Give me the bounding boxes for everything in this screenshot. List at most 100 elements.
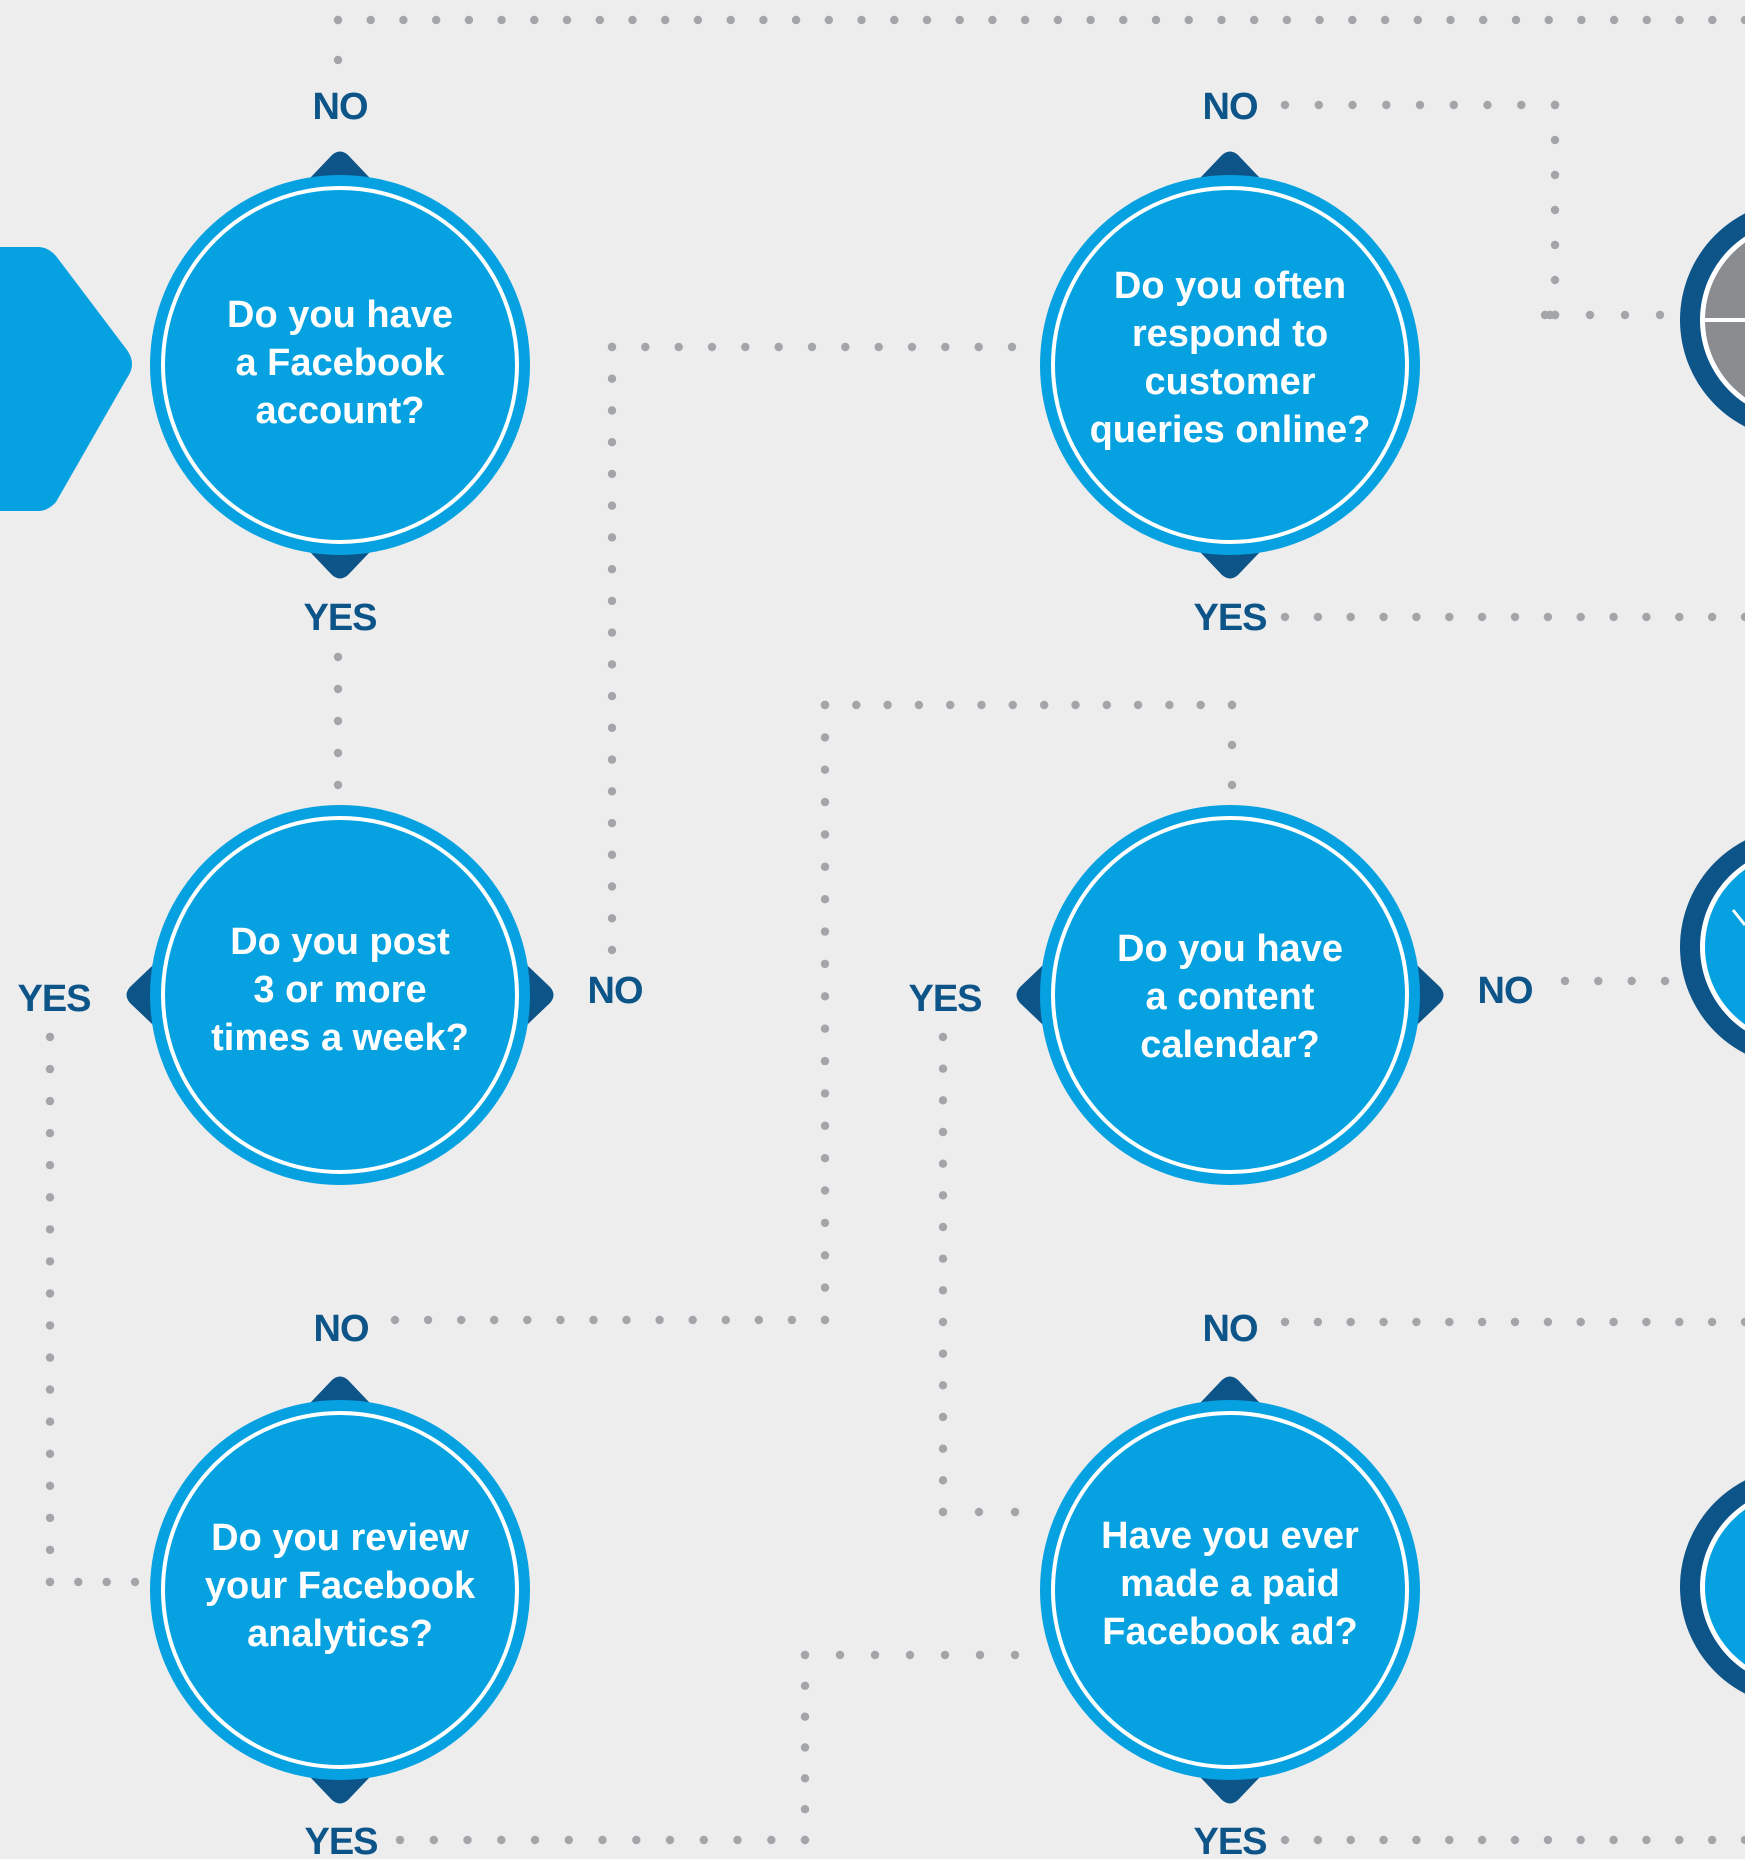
answer-label-no: NO: [313, 1308, 370, 1350]
connector-dot: [632, 1835, 641, 1845]
connector-dot: [774, 342, 783, 352]
answer-label-no: NO: [1477, 970, 1534, 1012]
question-node: [1040, 1376, 1420, 1804]
answer-label-yes: YES: [908, 978, 982, 1020]
question-node: [150, 151, 530, 579]
connector-dot: [1655, 310, 1665, 320]
connector-dot: [1102, 700, 1112, 710]
connector-dot: [1348, 100, 1357, 110]
connector-dot: [333, 15, 343, 25]
result-badge-icon: [1680, 213, 1745, 427]
connector-dot: [464, 15, 474, 25]
connector-dot: [820, 1315, 830, 1325]
connector-dot: [607, 787, 617, 796]
connector-dot: [1642, 1835, 1651, 1845]
connector-dot: [938, 1286, 948, 1295]
connector-dot: [1020, 15, 1030, 25]
connector-dot: [674, 342, 683, 352]
connector-dot: [938, 1064, 948, 1073]
connector-dot: [1412, 612, 1421, 622]
connector-dot: [45, 1289, 55, 1298]
connector-dot: [852, 700, 861, 710]
connector-dot: [1445, 612, 1454, 622]
connector-dot: [1550, 275, 1560, 285]
connector-dot: [820, 1251, 830, 1260]
connector-dot: [907, 342, 917, 352]
connector-dot: [1151, 15, 1161, 25]
question-text-respond-queries: Do you often respond to customer queries…: [1089, 265, 1371, 451]
connector-dot: [333, 716, 343, 726]
connector-dot: [45, 1129, 55, 1138]
connector-dot: [607, 850, 617, 859]
connector-dot: [1280, 100, 1290, 110]
connector-dot: [938, 1412, 948, 1422]
connector-dot: [607, 533, 617, 542]
question-node: [1040, 151, 1420, 579]
question-node: [1016, 805, 1444, 1185]
connector-dot: [820, 1024, 830, 1033]
connector-dot: [1517, 100, 1526, 110]
connector-dot: [390, 1315, 400, 1325]
connector-dot: [800, 1650, 810, 1660]
connector-dot: [800, 1805, 810, 1814]
connector-dot: [661, 15, 670, 25]
question-circle: [150, 1400, 530, 1780]
connector-dot: [1412, 1317, 1421, 1327]
connector-dot: [1550, 170, 1560, 180]
connector-dot: [820, 765, 830, 774]
connector-dot: [45, 1321, 55, 1330]
connector-dot: [800, 1743, 810, 1752]
connector-dot: [1511, 15, 1521, 25]
connector-dot: [1280, 612, 1290, 622]
connector-dot: [665, 1835, 675, 1845]
connector-dot: [641, 342, 650, 352]
result-badge-icon: [1680, 1480, 1745, 1694]
connector-dot: [1550, 310, 1560, 320]
connector-dot: [1620, 310, 1630, 320]
connector-dot: [45, 1161, 55, 1170]
question-node: [150, 1376, 530, 1804]
connector-dot: [399, 15, 408, 25]
connector-dot: [607, 406, 617, 415]
connector-dot: [841, 342, 850, 352]
connector-dot: [787, 1315, 797, 1325]
connector-dot: [628, 15, 637, 25]
connector-dot: [1740, 1317, 1745, 1327]
connector-dot: [1543, 1835, 1553, 1845]
connector-dot: [1379, 1835, 1388, 1845]
connector-dot: [1313, 1317, 1323, 1327]
connector-dot: [1010, 1650, 1020, 1660]
connector-dot: [1413, 15, 1423, 25]
connector-dot: [1707, 1835, 1717, 1845]
connector-dot: [1577, 15, 1586, 25]
connector-dot: [45, 1032, 55, 1042]
connector-dot: [1540, 310, 1550, 320]
answer-label-no: NO: [587, 970, 644, 1012]
connector-dot: [938, 1254, 948, 1263]
connector-dot: [1346, 1835, 1355, 1845]
connector-dot: [45, 1225, 55, 1234]
connector-dot: [922, 15, 932, 25]
connector-dot: [1227, 780, 1237, 790]
connector-dot: [333, 780, 343, 790]
connector-dot: [820, 1089, 830, 1098]
connector-dot: [1642, 15, 1652, 25]
connector-dot: [754, 1315, 763, 1325]
connector-dot: [1609, 1835, 1618, 1845]
connector-dot: [1010, 1507, 1020, 1517]
connector-dot: [733, 1835, 742, 1845]
connector-dot: [333, 55, 343, 65]
connector-dot: [1543, 1317, 1553, 1327]
connector-dot: [1313, 1835, 1323, 1845]
connector-dot: [457, 1315, 466, 1325]
connector-dot: [45, 1545, 55, 1555]
connector-dot: [767, 1835, 776, 1845]
question-ring: [1051, 186, 1409, 544]
connector-dot: [1609, 15, 1619, 25]
connector-dot: [974, 1507, 984, 1517]
answer-label-yes: YES: [1193, 597, 1267, 639]
connector-dot: [607, 723, 617, 732]
connector-dot: [938, 1349, 948, 1358]
connector-dot: [820, 992, 830, 1001]
